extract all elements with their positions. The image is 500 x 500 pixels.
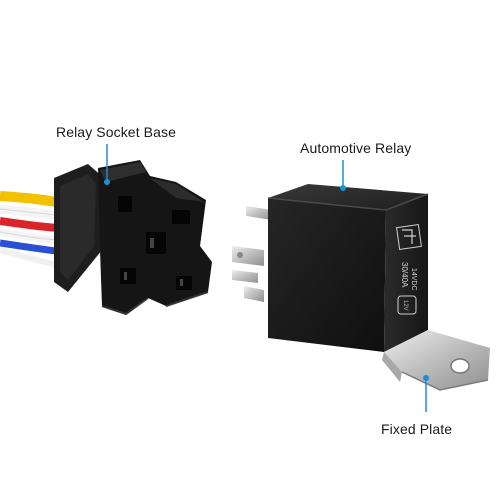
- plate-pointer-dot: [423, 375, 429, 381]
- relay-model-text: 12V: [402, 300, 408, 311]
- automotive-relay-label: Automotive Relay: [300, 140, 412, 156]
- relay-terminals: [232, 206, 272, 302]
- relay-rating-text: 30/40A: [400, 262, 409, 288]
- relay-side-face: [384, 194, 428, 352]
- relay-socket-base: [54, 160, 212, 316]
- relay-socket-base-label: Relay Socket Base: [56, 124, 176, 140]
- relay-top-face: [268, 184, 428, 210]
- socket-pointer-dot: [104, 179, 110, 185]
- relay-printed-markings: 30/40A 14VDC 12V: [396, 224, 422, 315]
- callout-pointers: [104, 144, 429, 412]
- fixed-plate: [382, 330, 490, 391]
- fixed-plate-label: Fixed Plate: [381, 421, 453, 437]
- relay-logo: [397, 295, 417, 315]
- relay-pointer-dot: [340, 185, 346, 191]
- automotive-relay: 30/40A 14VDC 12V: [232, 184, 490, 391]
- relay-voltage-text: 14VDC: [410, 268, 417, 291]
- relay-front-face: [268, 198, 386, 352]
